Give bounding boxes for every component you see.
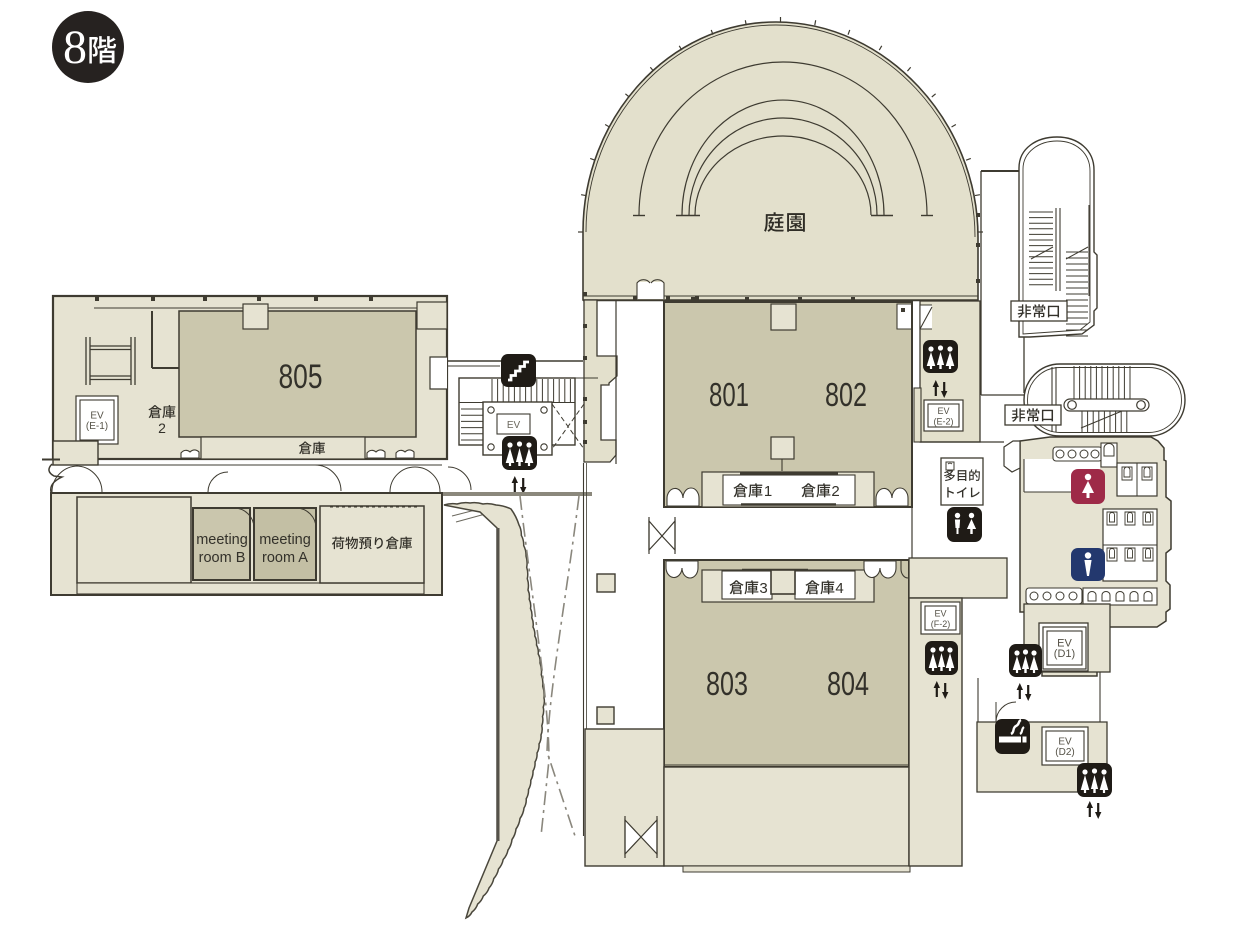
svg-text:4: 4 [835, 580, 843, 597]
svg-text:EV: EV [90, 411, 104, 422]
svg-text:(E-1): (E-1) [86, 421, 108, 432]
svg-text:EV: EV [937, 406, 949, 416]
svg-text:room A: room A [262, 550, 308, 566]
svg-text:1: 1 [764, 483, 772, 500]
svg-text:2: 2 [158, 420, 166, 436]
svg-text:805: 805 [279, 358, 323, 396]
svg-text:801: 801 [709, 376, 749, 413]
svg-text:(D2): (D2) [1055, 747, 1074, 758]
svg-text:EV: EV [934, 609, 946, 619]
svg-text:8: 8 [63, 21, 87, 74]
svg-text:(D1): (D1) [1054, 648, 1075, 660]
svg-text:EV: EV [507, 420, 521, 431]
svg-text:804: 804 [827, 665, 869, 702]
svg-text:meeting: meeting [259, 532, 311, 548]
svg-text:(F-2): (F-2) [931, 619, 951, 629]
svg-text:2: 2 [831, 483, 839, 500]
svg-text:EV: EV [1058, 737, 1072, 748]
svg-text:room B: room B [199, 550, 246, 566]
svg-text:EV: EV [1057, 638, 1072, 650]
svg-text:3: 3 [759, 580, 767, 597]
svg-text:(E-2): (E-2) [934, 417, 954, 427]
svg-text:meeting: meeting [196, 532, 248, 548]
svg-text:802: 802 [825, 376, 867, 413]
svg-text:803: 803 [706, 665, 748, 702]
